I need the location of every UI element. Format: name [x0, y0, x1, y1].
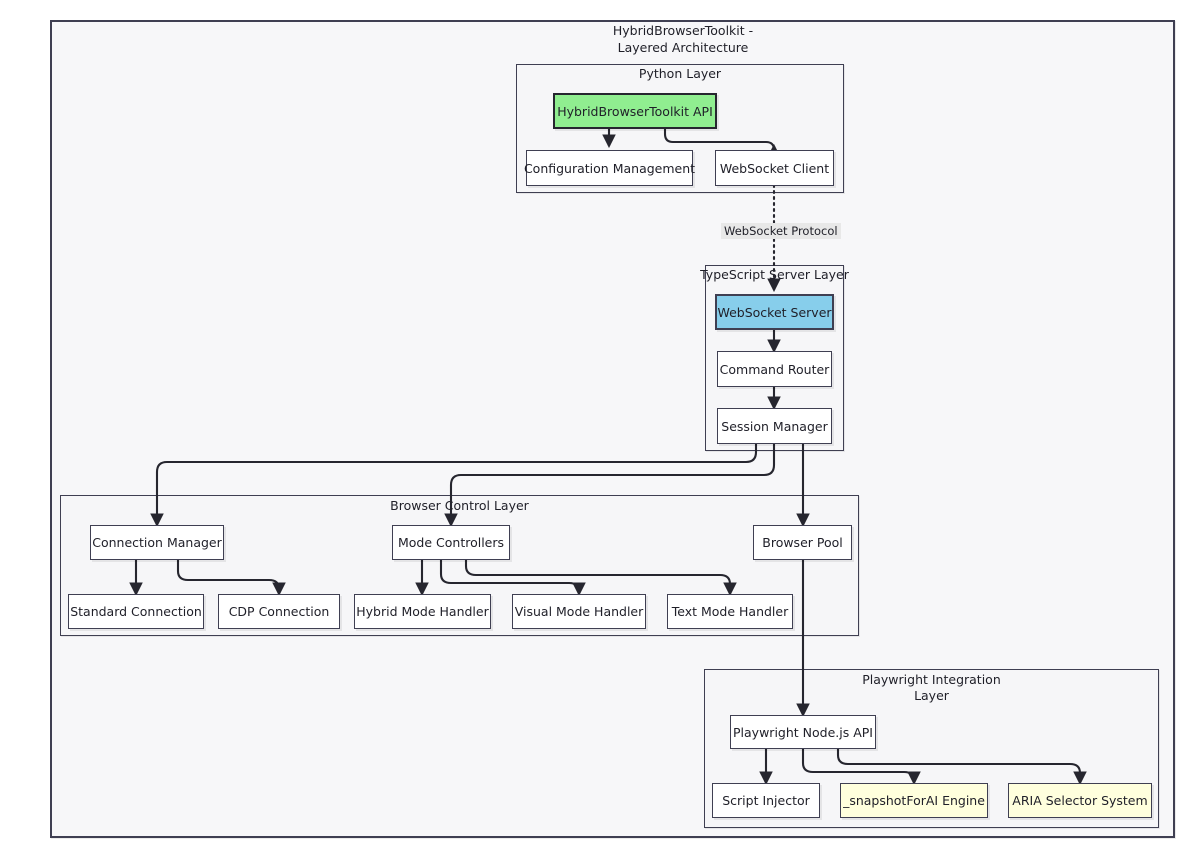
node-command-router[interactable]: Command Router [717, 351, 832, 387]
subgraph-python-layer-title: Python Layer [638, 66, 722, 81]
node-text-mode-handler[interactable]: Text Mode Handler [667, 594, 793, 629]
node-websocket-server-label: WebSocket Server [717, 304, 832, 320]
subgraph-playwright-layer-title: Playwright Integration Layer [862, 672, 1001, 703]
node-hybridbrowsertoolkit-api-label: HybridBrowserToolkit API [557, 103, 713, 119]
subgraph-typescript-layer-title: TypeScript Server Layer [700, 267, 849, 282]
node-playwright-nodejs-api[interactable]: Playwright Node.js API [730, 715, 876, 749]
edge-label-websocket-protocol: WebSocket Protocol [721, 223, 841, 239]
node-script-injector-label: Script Injector [722, 793, 810, 808]
node-script-injector[interactable]: Script Injector [712, 783, 820, 818]
node-playwright-nodejs-api-label: Playwright Node.js API [733, 724, 873, 740]
node-websocket-client[interactable]: WebSocket Client [715, 150, 834, 186]
node-command-router-label: Command Router [719, 361, 830, 377]
node-standard-connection[interactable]: Standard Connection [68, 594, 204, 629]
node-configuration-management-label: Configuration Management [523, 160, 696, 176]
node-websocket-server[interactable]: WebSocket Server [715, 294, 834, 330]
node-connection-manager-label: Connection Manager [92, 535, 222, 550]
node-mode-controllers-label: Mode Controllers [397, 535, 505, 550]
node-session-manager-label: Session Manager [721, 418, 828, 434]
node-cdp-connection-label: CDP Connection [228, 604, 330, 619]
node-connection-manager[interactable]: Connection Manager [90, 525, 224, 560]
node-snapshotforai-engine[interactable]: _snapshotForAI Engine [840, 783, 988, 818]
node-configuration-management[interactable]: Configuration Management [523, 150, 696, 186]
node-hybrid-mode-handler[interactable]: Hybrid Mode Handler [354, 594, 491, 629]
node-mode-controllers[interactable]: Mode Controllers [392, 525, 510, 560]
node-browser-pool[interactable]: Browser Pool [753, 525, 852, 560]
node-session-manager[interactable]: Session Manager [717, 408, 832, 444]
node-cdp-connection[interactable]: CDP Connection [218, 594, 340, 629]
diagram-title: HybridBrowserToolkit - Layered Architect… [612, 23, 754, 55]
node-aria-selector-system-label: ARIA Selector System [1012, 793, 1148, 808]
node-websocket-client-label: WebSocket Client [719, 160, 830, 176]
node-standard-connection-label: Standard Connection [70, 604, 202, 619]
node-visual-mode-handler-label: Visual Mode Handler [514, 604, 644, 619]
node-browser-pool-label: Browser Pool [762, 535, 843, 550]
node-hybridbrowsertoolkit-api[interactable]: HybridBrowserToolkit API [553, 93, 717, 129]
node-aria-selector-system[interactable]: ARIA Selector System [1008, 783, 1152, 818]
subgraph-browser-control-layer-title: Browser Control Layer [390, 498, 529, 513]
node-visual-mode-handler[interactable]: Visual Mode Handler [512, 594, 646, 629]
node-hybrid-mode-handler-label: Hybrid Mode Handler [356, 604, 489, 619]
node-snapshotforai-engine-label: _snapshotForAI Engine [843, 793, 985, 808]
node-text-mode-handler-label: Text Mode Handler [671, 604, 789, 619]
